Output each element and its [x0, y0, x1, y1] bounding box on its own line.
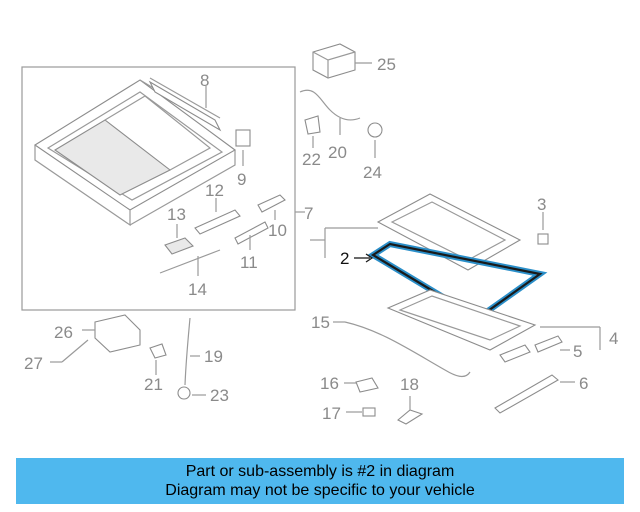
part-18 — [397, 396, 424, 425]
callout-20: 20 — [328, 143, 347, 162]
callout-2: 2 — [340, 249, 349, 268]
callout-3: 3 — [537, 195, 546, 214]
callout-26: 26 — [54, 323, 73, 342]
part-6 — [494, 374, 575, 414]
part-22 — [304, 115, 321, 148]
part-15 — [333, 321, 471, 378]
callout-21: 21 — [144, 375, 163, 394]
info-banner: Part or sub-assembly is #2 in diagram Di… — [16, 458, 624, 504]
part-24 — [367, 122, 383, 158]
callout-4: 4 — [609, 329, 618, 348]
part-16 — [344, 377, 379, 393]
part-9 — [235, 129, 251, 166]
part-8 — [148, 80, 222, 132]
callout-7: 7 — [304, 204, 313, 223]
part-12 — [194, 198, 241, 235]
callout-18: 18 — [400, 375, 419, 394]
banner-line-1: Part or sub-assembly is #2 in diagram — [185, 463, 455, 480]
part-20 — [299, 89, 361, 135]
part-26 — [82, 314, 141, 353]
callout-11: 11 — [240, 253, 258, 272]
callout-6: 6 — [579, 374, 588, 393]
part-13 — [164, 224, 194, 255]
part-3 — [537, 212, 549, 245]
part-25 — [312, 43, 372, 79]
callout-17: 17 — [322, 404, 341, 423]
callout-19: 19 — [204, 347, 223, 366]
roof-inset — [21, 66, 296, 311]
callout-23: 23 — [210, 386, 229, 405]
part-14 — [159, 249, 221, 276]
callout-8: 8 — [200, 71, 209, 90]
callout-25: 25 — [377, 55, 396, 74]
part-21 — [149, 343, 167, 375]
callout-16: 16 — [320, 374, 339, 393]
callout-13: 13 — [167, 205, 186, 224]
part-27 — [50, 339, 89, 363]
callout-14: 14 — [188, 280, 207, 299]
callout-15: 15 — [311, 313, 330, 332]
part-23 — [177, 386, 206, 400]
callout-12: 12 — [205, 181, 224, 200]
part-1-glass-panel — [310, 193, 522, 271]
callout-22: 22 — [302, 150, 321, 169]
callout-27: 27 — [24, 354, 43, 373]
callout-9: 9 — [237, 170, 246, 189]
part-4-frame — [386, 289, 601, 351]
callout-24: 24 — [363, 163, 382, 182]
part-19 — [184, 317, 200, 386]
banner-line-2: Diagram may not be specific to your vehi… — [165, 482, 475, 499]
part-5 — [499, 335, 570, 363]
part-17 — [346, 407, 376, 417]
part-10 — [257, 194, 286, 220]
part-11 — [234, 221, 269, 250]
callout-10: 10 — [268, 221, 287, 240]
callout-5: 5 — [573, 342, 582, 361]
